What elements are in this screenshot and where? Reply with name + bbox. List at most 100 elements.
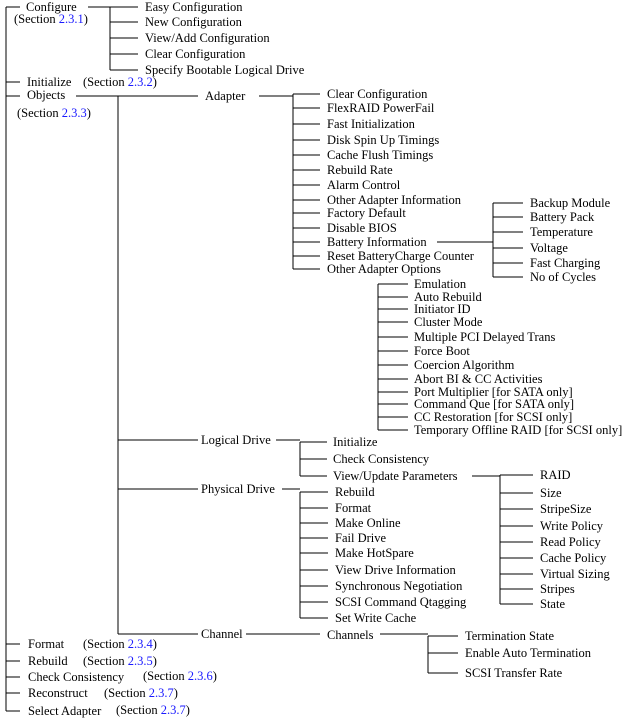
parameter-item[interactable]: Stripes <box>540 582 575 596</box>
adapter-item[interactable]: Battery Information <box>327 235 427 249</box>
parameter-item[interactable]: RAID <box>540 468 571 482</box>
menu-initialize[interactable]: Initialize <box>27 75 72 89</box>
adapter-item[interactable]: Cache Flush Timings <box>327 148 433 162</box>
section-suffix: ) <box>153 637 157 651</box>
physical-drive-item[interactable]: Make HotSpare <box>335 546 414 560</box>
battery-item[interactable]: Battery Pack <box>530 210 595 224</box>
adapter-item[interactable]: Disable BIOS <box>327 221 397 235</box>
physical-drive-item[interactable]: View Drive Information <box>335 563 456 577</box>
parameter-item[interactable]: Virtual Sizing <box>540 567 610 581</box>
adapter-option-item[interactable]: Temporary Offline RAID [for SCSI only] <box>414 423 622 437</box>
section-prefix: (Section <box>143 669 188 683</box>
parameter-item[interactable]: Cache Policy <box>540 551 607 565</box>
section-prefix: (Section <box>83 75 128 89</box>
section-link[interactable]: 2.3.4 <box>128 637 154 651</box>
section-prefix: (Section <box>104 686 149 700</box>
section-suffix: ) <box>153 75 157 89</box>
menu-channel[interactable]: Channel <box>201 627 243 641</box>
physical-drive-item[interactable]: Format <box>335 501 372 515</box>
configure-item[interactable]: Clear Configuration <box>145 47 246 61</box>
section-link[interactable]: 2.3.5 <box>128 654 153 668</box>
section-prefix: (Section <box>83 637 128 651</box>
battery-item[interactable]: Voltage <box>530 241 568 255</box>
logical-drive-item[interactable]: Check Consistency <box>333 452 430 466</box>
menu-select-adapter[interactable]: Select Adapter <box>28 704 102 718</box>
parameter-item[interactable]: Read Policy <box>540 535 602 549</box>
battery-item[interactable]: Temperature <box>530 225 593 239</box>
adapter-option-item[interactable]: Force Boot <box>414 344 470 358</box>
parameter-item[interactable]: Size <box>540 486 562 500</box>
menu-objects[interactable]: Objects <box>27 88 65 102</box>
channel-item[interactable]: Termination State <box>465 629 554 643</box>
section-suffix: ) <box>213 669 217 683</box>
section-prefix: (Section <box>17 106 62 120</box>
adapter-option-item[interactable]: Multiple PCI Delayed Trans <box>414 330 555 344</box>
adapter-option-item[interactable]: Abort BI & CC Activities <box>414 372 543 386</box>
adapter-item[interactable]: FlexRAID PowerFail <box>327 101 435 115</box>
physical-drive-item[interactable]: Make Online <box>335 516 401 530</box>
menu-rebuild[interactable]: Rebuild <box>28 654 68 668</box>
section-suffix: ) <box>174 686 178 700</box>
connector-lines <box>5 6 533 712</box>
adapter-item[interactable]: Reset BatteryCharge Counter <box>327 249 475 263</box>
physical-drive-item[interactable]: Set Write Cache <box>335 611 417 625</box>
adapter-item[interactable]: Other Adapter Options <box>327 262 441 276</box>
configure-item[interactable]: Specify Bootable Logical Drive <box>145 63 305 77</box>
physical-drive-item[interactable]: SCSI Command Qtagging <box>335 595 467 609</box>
channel-item[interactable]: Enable Auto Termination <box>465 646 592 660</box>
menu-configure[interactable]: Configure <box>26 0 77 14</box>
section-suffix: ) <box>84 12 88 26</box>
menu-format[interactable]: Format <box>28 637 65 651</box>
adapter-item[interactable]: Factory Default <box>327 206 406 220</box>
adapter-option-item[interactable]: Coercion Algorithm <box>414 358 515 372</box>
battery-item[interactable]: Backup Module <box>530 196 611 210</box>
section-suffix: ) <box>87 106 91 120</box>
section-prefix: (Section <box>14 12 59 26</box>
adapter-option-item[interactable]: Auto Rebuild <box>414 290 482 304</box>
section-reference: (Section 2.3.6) <box>143 669 217 683</box>
section-link[interactable]: 2.3.2 <box>128 75 153 89</box>
section-link[interactable]: 2.3.6 <box>188 669 213 683</box>
parameter-item[interactable]: State <box>540 597 565 611</box>
configure-item[interactable]: New Configuration <box>145 15 243 29</box>
menu-adapter[interactable]: Adapter <box>205 89 246 103</box>
adapter-item[interactable]: Fast Initialization <box>327 117 416 131</box>
adapter-item[interactable]: Alarm Control <box>327 178 401 192</box>
section-reference: (Section 2.3.4) <box>83 637 157 651</box>
tree-labels: Configure(Section 2.3.1)Easy Configurati… <box>14 0 622 718</box>
menu-check-consistency[interactable]: Check Consistency <box>28 670 125 684</box>
menu-channels[interactable]: Channels <box>327 628 374 642</box>
physical-drive-item[interactable]: Synchronous Negotiation <box>335 579 463 593</box>
parameter-item[interactable]: Write Policy <box>540 519 604 533</box>
section-link[interactable]: 2.3.7 <box>149 686 174 700</box>
physical-drive-item[interactable]: Fail Drive <box>335 531 386 545</box>
menu-reconstruct[interactable]: Reconstruct <box>28 686 88 700</box>
section-reference: (Section 2.3.1) <box>14 12 88 26</box>
logical-drive-item[interactable]: View/Update Parameters <box>333 469 458 483</box>
section-link[interactable]: 2.3.3 <box>62 106 87 120</box>
adapter-option-item[interactable]: CC Restoration [for SCSI only] <box>414 410 572 424</box>
section-link[interactable]: 2.3.1 <box>59 12 84 26</box>
battery-item[interactable]: No of Cycles <box>530 270 596 284</box>
adapter-option-item[interactable]: Initiator ID <box>414 302 471 316</box>
physical-drive-item[interactable]: Rebuild <box>335 485 375 499</box>
adapter-item[interactable]: Rebuild Rate <box>327 163 393 177</box>
logical-drive-item[interactable]: Initialize <box>333 435 378 449</box>
adapter-option-item[interactable]: Emulation <box>414 277 467 291</box>
adapter-option-item[interactable]: Command Que [for SATA only] <box>414 397 574 411</box>
battery-item[interactable]: Fast Charging <box>530 256 601 270</box>
adapter-item[interactable]: Other Adapter Information <box>327 193 462 207</box>
channel-item[interactable]: SCSI Transfer Rate <box>465 666 563 680</box>
adapter-item[interactable]: Disk Spin Up Timings <box>327 133 439 147</box>
menu-physical-drive[interactable]: Physical Drive <box>201 482 275 496</box>
configure-item[interactable]: View/Add Configuration <box>145 31 270 45</box>
adapter-option-item[interactable]: Port Multiplier [for SATA only] <box>414 385 573 399</box>
adapter-item[interactable]: Clear Configuration <box>327 87 428 101</box>
menu-logical-drive[interactable]: Logical Drive <box>201 433 271 447</box>
section-link[interactable]: 2.3.7 <box>161 703 186 717</box>
adapter-option-item[interactable]: Cluster Mode <box>414 315 483 329</box>
configure-item[interactable]: Easy Configuration <box>145 0 243 14</box>
section-prefix: (Section <box>116 703 161 717</box>
parameter-item[interactable]: StripeSize <box>540 502 592 516</box>
